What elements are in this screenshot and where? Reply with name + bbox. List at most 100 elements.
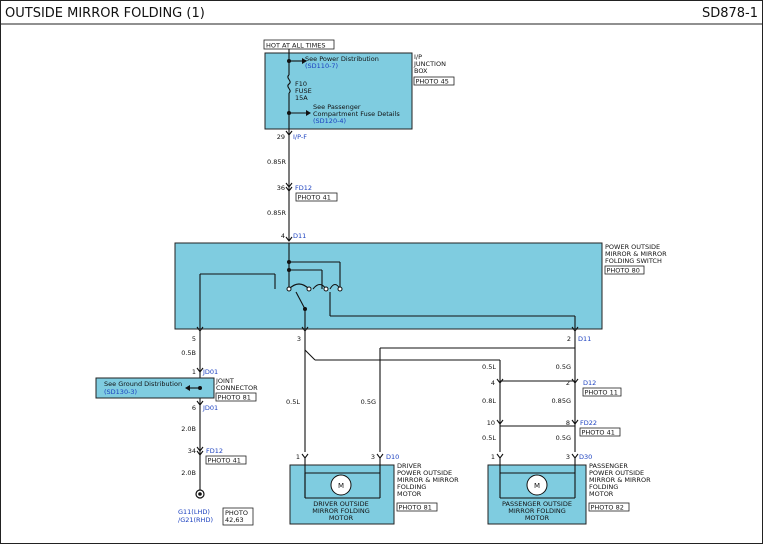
fd12-gnd-photo: PHOTO 41 [208, 457, 241, 465]
ground-photo-1: PHOTO [225, 509, 248, 517]
drv-motor-3: MOTOR [329, 514, 354, 522]
fuse-rating: 15A [295, 94, 308, 102]
pas-motor-2: MIRROR FOLDING [508, 507, 566, 515]
fd12-pin: 36 [277, 184, 285, 192]
fd22-photo-box [579, 427, 621, 437]
connector-chevron-icon [496, 419, 504, 425]
joint-name-1: JOINT [215, 377, 234, 385]
connector-chevron-icon [196, 400, 204, 406]
pas-pin-l: 1 [491, 453, 495, 461]
fd12-gnd-pin: 34 [188, 447, 196, 455]
drv-photo: PHOTO 81 [399, 504, 432, 512]
switch-internal-wiring [199, 243, 576, 329]
drv-name-1: DRIVER [397, 462, 422, 470]
d12-photo: PHOTO 11 [585, 389, 618, 397]
pas-motor-3: MOTOR [525, 514, 550, 522]
gnd-wire-2: 2.0B [181, 425, 196, 433]
pas-wire-a: 0.5L [482, 363, 496, 371]
ground-id-1: G11(LHD) [178, 508, 210, 516]
connector-chevron-icon [301, 453, 309, 459]
fd22-pin-r: 8 [566, 419, 570, 427]
pas-pin-r: 3 [566, 453, 570, 461]
drv-pin-l: 1 [296, 453, 300, 461]
pas-wire-d: 0.85G [551, 397, 571, 405]
ground-icon-dot [198, 492, 202, 496]
drv-name-4: FOLDING [397, 483, 426, 491]
fuse-name-1: F10 [295, 80, 307, 88]
gnd-wire-1: 0.5B [181, 349, 196, 357]
d11-connector: D11 [293, 232, 306, 240]
switch-photo-box [604, 265, 645, 275]
connector-chevron-icon [376, 453, 384, 459]
d12-connector: D12 [583, 379, 596, 387]
pas-motor-1: PASSENGER OUTSIDE [502, 500, 572, 508]
ground-photo-box [222, 507, 254, 526]
arrow-left-icon [185, 385, 190, 391]
jb-photo-box [413, 76, 455, 86]
switch-pin-left: 5 [192, 335, 196, 343]
arrow-right-icon [302, 58, 307, 64]
connector-chevron-icon [285, 182, 293, 192]
connector-chevron-icon [571, 419, 579, 425]
driver-motor-icon [330, 474, 352, 496]
switch-photo: PHOTO 80 [607, 267, 640, 275]
switch-name-3: FOLDING SWITCH [605, 257, 662, 265]
fd12-photo: PHOTO 41 [298, 194, 331, 202]
fuse-icon [287, 74, 291, 94]
fd12-connector: FD12 [295, 184, 312, 192]
hot-label: HOT AT ALL TIMES [266, 42, 326, 50]
pas-name-4: FOLDING [589, 483, 618, 491]
jb-see-pass-2: Compartment Fuse Details [313, 110, 400, 118]
jb-see-pass: See Passenger [313, 103, 361, 111]
pas-connector: D30 [579, 453, 592, 461]
jd01-bot: JD01 [202, 404, 218, 412]
fd22-pin-l: 10 [487, 419, 495, 427]
drv-name-5: MOTOR [397, 490, 422, 498]
jb-name-1: I/P [414, 53, 422, 61]
fuse-name-2: FUSE [295, 87, 312, 95]
connector-chevron-icon [571, 378, 579, 384]
wire-top2: 0.85R [267, 209, 286, 217]
jb-see-power: See Power Distribution [305, 55, 379, 63]
d11-pin: 4 [281, 232, 285, 240]
ipf-connector: I/P-F [293, 133, 307, 141]
see-ground: See Ground Distribution [104, 380, 182, 388]
d12-photo-box [582, 387, 622, 397]
jb-name-3: BOX [414, 67, 428, 75]
pas-wire-c: 0.8L [482, 397, 496, 405]
switch-pin-right: 2 [567, 335, 571, 343]
ipf-pin: 29 [277, 133, 285, 141]
jb-see-pass-ref[interactable]: (SD120-4) [313, 117, 346, 125]
pas-name-2: POWER OUTSIDE [589, 469, 644, 477]
mirror-folding-switch [174, 242, 603, 330]
page-title: OUTSIDE MIRROR FOLDING (1) [5, 6, 205, 21]
switch-pin-right-id: D11 [578, 335, 591, 343]
d12-pin-r: 2 [566, 379, 570, 387]
joint-photo: PHOTO 81 [218, 394, 251, 402]
jb-name-2: JUNCTION [413, 60, 446, 68]
hot-label-box [263, 39, 335, 50]
switch-pin-mid: 3 [297, 335, 301, 343]
drv-wire-l: 0.5L [286, 398, 300, 406]
fd22-photo: PHOTO 41 [582, 429, 615, 437]
drv-name-2: POWER OUTSIDE [397, 469, 452, 477]
pas-wire-e: 0.5L [482, 434, 496, 442]
fd12-gnd-photo-box [205, 455, 247, 465]
connector-chevron-icon [496, 453, 504, 459]
connector-chevron-icon [285, 236, 293, 242]
fd12-photo-box [295, 192, 338, 202]
jd01-bot-pin: 6 [192, 404, 196, 412]
pas-name-5: MOTOR [589, 490, 614, 498]
page-code: SD878-1 [702, 6, 758, 21]
switch-name-1: POWER OUTSIDE [605, 243, 660, 251]
pas-wire-b: 0.5G [556, 363, 571, 371]
fd22-connector: FD22 [580, 419, 597, 427]
fd12-gnd: FD12 [206, 447, 223, 455]
jb-see-power-ref[interactable]: (SD110-7) [305, 62, 338, 70]
drv-photo-box [396, 502, 438, 512]
wire-top1: 0.85R [267, 158, 286, 166]
see-ground-ref[interactable]: (SD130-3) [104, 388, 137, 396]
driver-motor-symbol: M [338, 482, 344, 490]
